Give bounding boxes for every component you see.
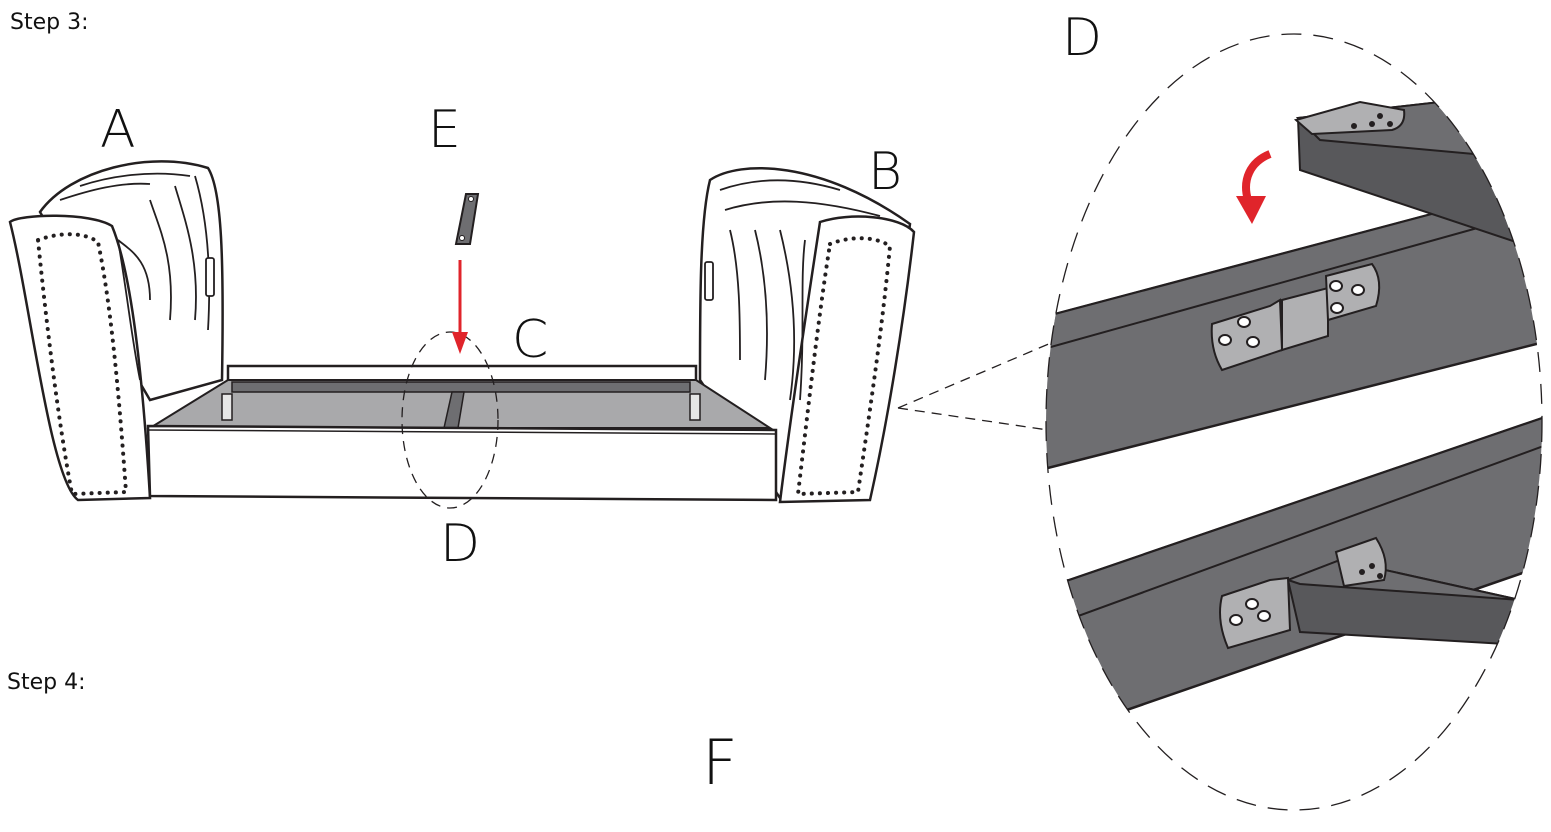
step-4-label: Step 4: bbox=[7, 670, 86, 695]
detail-leader-lines bbox=[897, 339, 1059, 431]
label-b: B bbox=[868, 142, 903, 202]
label-a: A bbox=[100, 100, 136, 160]
detail-circle-small bbox=[401, 331, 499, 509]
seat-frame-c bbox=[146, 364, 778, 502]
label-e: E bbox=[428, 100, 461, 160]
insert-arrow bbox=[452, 260, 468, 354]
rotate-arrow bbox=[1242, 150, 1272, 202]
left-arm-a bbox=[8, 160, 224, 502]
part-e-beam bbox=[454, 193, 480, 245]
detail-zoom-d bbox=[1045, 33, 1543, 811]
step-3-label: Step 3: bbox=[10, 10, 89, 35]
label-d-small: D bbox=[440, 514, 481, 574]
label-d-large: D bbox=[1062, 8, 1103, 68]
label-f: F bbox=[702, 726, 738, 799]
label-c: C bbox=[512, 310, 549, 370]
